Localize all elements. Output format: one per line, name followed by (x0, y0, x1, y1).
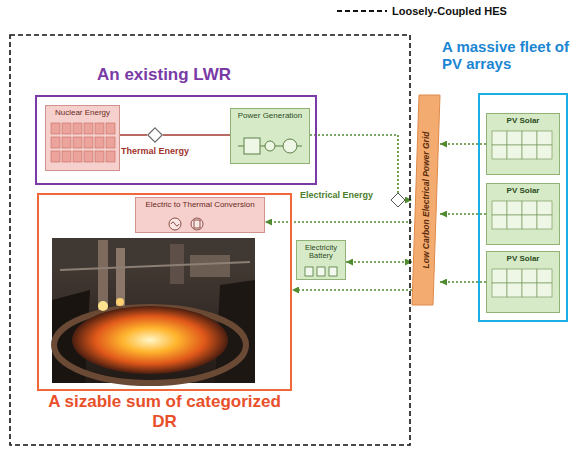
dashed-line-sample (337, 10, 387, 12)
thermal-diamond: Thermal Energy (147, 127, 163, 143)
node-text: Low Carbon Electrical Power Grid (421, 132, 431, 269)
conversion-icons (169, 218, 203, 230)
diamond-outline (147, 127, 163, 143)
electric-flow-line (346, 261, 412, 263)
electric-flow-line (292, 289, 412, 291)
pv-panel-cells (492, 131, 552, 297)
shape-fill (148, 128, 162, 142)
legend-text: Loosely-Coupled HES (392, 5, 507, 17)
power-generation-box: Power Generation (230, 108, 310, 164)
lwr-group-box: An existing LWRNuclear EnergyThermal Ene… (35, 95, 317, 185)
battery-icons (305, 267, 337, 276)
nuclear-fuel-grid (51, 123, 115, 162)
furnace-photo (52, 238, 255, 383)
node-text: Nuclear Energy (46, 106, 119, 118)
shape-fill (412, 95, 440, 305)
hes-dashed-boundary (10, 35, 410, 445)
conversion-box: Electric to Thermal Conversion (135, 197, 265, 233)
legend-row: Loosely-Coupled HES (336, 5, 507, 17)
group-heading: An existing LWR (97, 65, 231, 85)
junction-diamond (391, 193, 405, 207)
pv-solar-box: PV Solar (486, 113, 560, 175)
node-text: Electricity Battery (297, 241, 345, 261)
node-text: Power Generation (231, 109, 309, 121)
turbine-icon (238, 138, 302, 154)
thermal-flow-line (163, 134, 230, 136)
legend-sample (336, 5, 388, 17)
pv-group-box: A massive fleet of PV arraysPV SolarPV S… (478, 93, 568, 322)
pv-solar-box: PV Solar (486, 251, 560, 313)
pv-solar-box: PV Solar (486, 183, 560, 245)
energy-label: Electrical Energy (300, 190, 373, 200)
electric-flow-line (265, 221, 412, 223)
dr-group-box: A sizable sum of categorized DRElectric … (37, 193, 292, 391)
group-heading: A massive fleet of PV arrays (442, 38, 570, 73)
node-text: PV Solar (487, 114, 559, 126)
group-heading: Thermal Energy (121, 146, 189, 156)
power-grid-band: Low Carbon Electrical Power Grid (412, 95, 440, 305)
node-text: PV Solar (487, 252, 559, 264)
node-text: PV Solar (487, 184, 559, 196)
group-heading: A sizable sum of categorized DR (39, 392, 290, 431)
node-text: Electric to Thermal Conversion (136, 198, 264, 210)
battery-box: Electricity Battery (296, 240, 346, 280)
thermal-flow-line (120, 134, 147, 136)
nuclear-energy-box: Nuclear Energy (45, 105, 120, 171)
